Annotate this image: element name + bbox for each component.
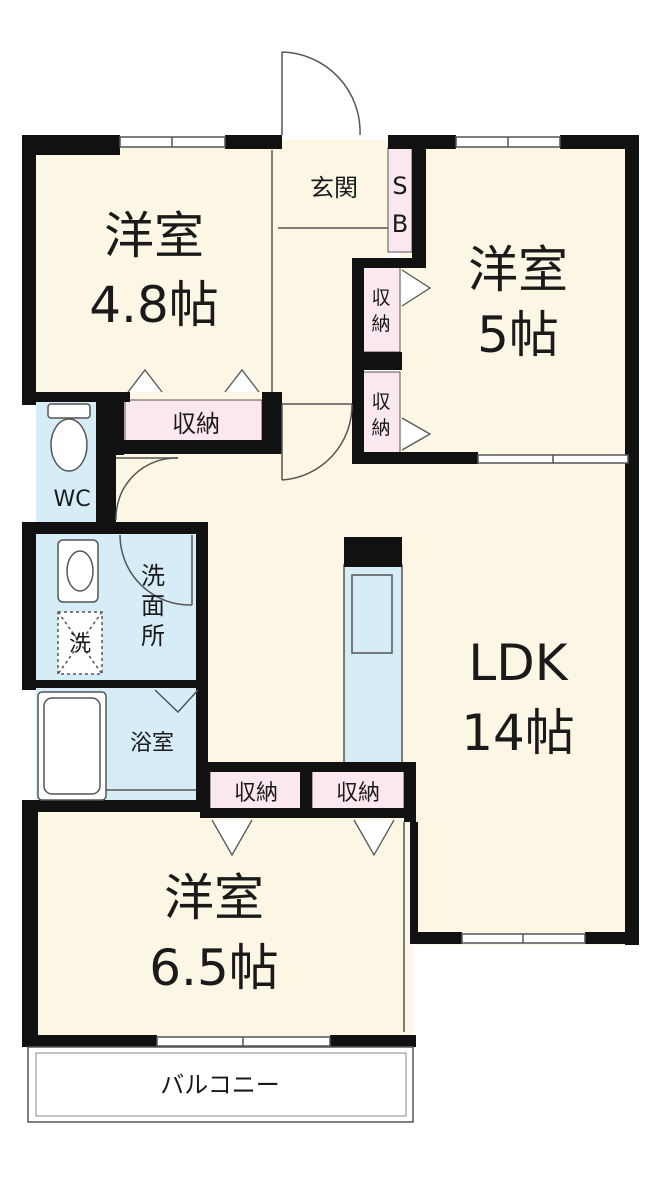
wall	[352, 452, 478, 464]
walls	[22, 135, 639, 1047]
closet-marker	[401, 269, 432, 307]
shoe-box-label-1: S	[392, 172, 407, 200]
wall	[410, 932, 462, 944]
hall-door-swing	[281, 403, 353, 481]
wall	[196, 522, 208, 812]
wall	[24, 135, 120, 155]
wall	[22, 800, 38, 1045]
closet-room1-label: 収納	[172, 410, 220, 438]
washer-label: 洗	[69, 632, 91, 657]
wall	[22, 135, 36, 405]
closet-room2-upper-label-2: 納	[371, 313, 390, 335]
wall	[560, 135, 638, 149]
wall	[22, 392, 130, 402]
entrance-label: 玄関	[310, 174, 358, 202]
wall	[412, 135, 426, 265]
wall	[352, 258, 364, 458]
shoe-box	[387, 147, 413, 253]
closet-room2-lower-label-2: 納	[371, 417, 390, 439]
western-room-2-size: 5帖	[477, 306, 559, 364]
washroom-label-3: 所	[141, 622, 165, 650]
balcony	[27, 1046, 414, 1123]
washbasin	[66, 550, 94, 592]
bathtub-inner	[43, 697, 101, 795]
kitchen-sink	[351, 574, 393, 654]
closet-room2-lower	[361, 371, 401, 455]
range-hood	[344, 537, 402, 567]
closet-room2-upper-label-1: 収	[371, 287, 390, 309]
wall	[625, 135, 639, 945]
closet-room3-right-label: 収納	[336, 781, 380, 806]
doors	[115, 51, 405, 1032]
closet-room2-upper	[361, 265, 401, 353]
windows	[119, 136, 629, 1047]
balcony-label: バルコニー	[160, 1071, 280, 1099]
bathroom-label: 浴室	[130, 731, 174, 756]
western-room-1-size: 4.8帖	[89, 276, 219, 334]
washer-cross	[57, 611, 103, 675]
closet-marker	[127, 368, 163, 393]
wall	[22, 680, 202, 688]
closet-marker	[353, 819, 395, 857]
closet-room2-lower-label-1: 収	[371, 391, 390, 413]
toilet-tank	[47, 403, 91, 419]
closet-marker	[211, 819, 253, 857]
wall	[22, 800, 208, 812]
wall	[22, 1035, 157, 1047]
wall	[300, 762, 312, 818]
wall	[262, 392, 282, 447]
closet-marker	[224, 368, 260, 393]
wall	[362, 352, 402, 370]
ldk-size: 14帖	[461, 704, 575, 762]
bath-door	[154, 689, 199, 714]
wall	[225, 135, 282, 149]
storage-fills	[124, 147, 413, 811]
western-room-2-name: 洋室	[468, 241, 568, 299]
shoe-box-label-2: B	[392, 210, 408, 238]
wc-door-swing	[115, 457, 179, 521]
wall	[22, 522, 208, 534]
entrance-floor	[278, 140, 390, 260]
toilet-label: WC	[53, 487, 90, 512]
western-room-1-name: 洋室	[104, 207, 204, 265]
balcony-rail	[35, 1052, 407, 1117]
washroom-label-1: 洗	[141, 562, 165, 590]
labels: 洋室 4.8帖 洋室 5帖 LDK 14帖 洋室 6.5帖 玄関 S B WC …	[53, 172, 574, 1099]
wall	[330, 1035, 416, 1047]
wall	[200, 808, 416, 818]
wall	[22, 525, 36, 690]
wall	[410, 822, 418, 942]
ldk-name: LDK	[468, 634, 568, 692]
closet-door-markers	[127, 269, 432, 857]
washroom-label-2: 面	[141, 592, 165, 620]
wall	[404, 762, 416, 822]
wall	[100, 440, 282, 454]
wall	[200, 762, 210, 818]
wall	[352, 258, 426, 268]
closet-marker	[401, 417, 432, 451]
western-room-3-size: 6.5帖	[149, 939, 279, 997]
western-room-3-floor	[28, 810, 413, 1040]
western-room-3-name: 洋室	[164, 869, 264, 927]
front-door-swing	[281, 51, 361, 136]
wall	[96, 400, 116, 526]
western-room-2-floor	[400, 140, 635, 460]
washroom-door-swing	[119, 534, 193, 606]
closet-room3-left-label: 収納	[234, 781, 278, 806]
toilet-bowl	[50, 418, 88, 472]
fixtures	[37, 403, 393, 801]
wall	[585, 932, 639, 944]
